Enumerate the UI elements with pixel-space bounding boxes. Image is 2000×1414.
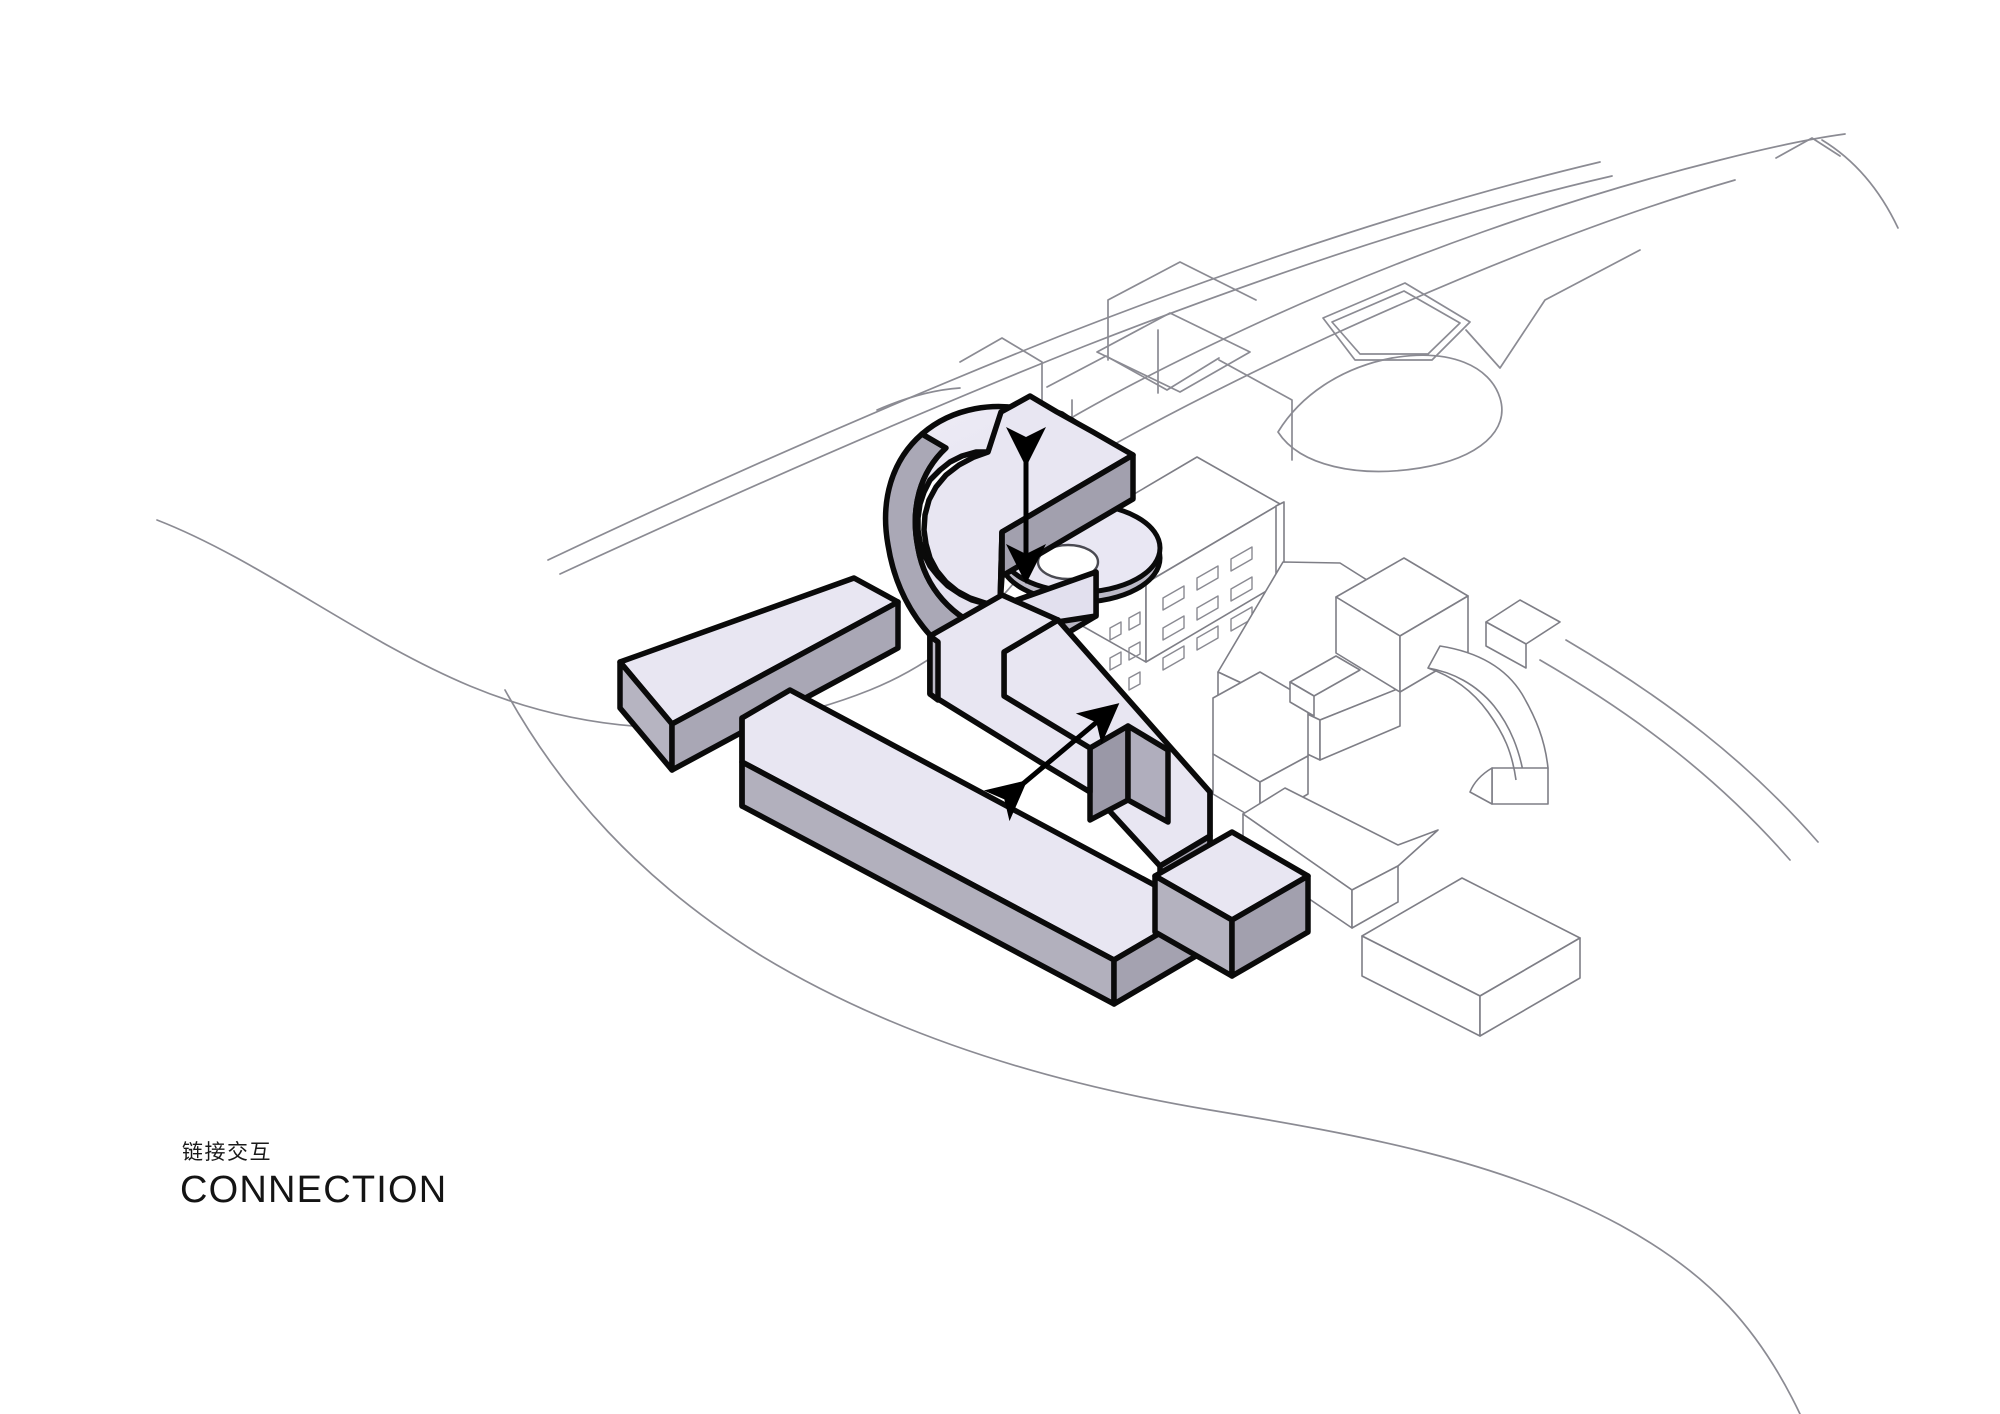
context-sliver-block — [1289, 655, 1361, 717]
site-edge-near-hook-2 — [876, 387, 961, 411]
context-curved-wall-face — [1491, 767, 1549, 805]
caption-block: 链接交互 CONNECTION — [180, 1140, 447, 1209]
context-courtyard-side — [1319, 687, 1401, 761]
context-curved-wall-top — [1427, 645, 1549, 783]
context-bar-north-side — [1351, 865, 1399, 929]
context-square-block — [1335, 557, 1469, 693]
parcel-box-left — [1096, 312, 1251, 393]
context-curved-wall — [1427, 645, 1549, 805]
road-island-ne-inner — [1331, 290, 1461, 355]
south-long-bar-building — [739, 687, 1199, 1007]
corner-box-side — [1229, 873, 1311, 979]
context-sliver-front — [1289, 681, 1315, 717]
small-corner-box — [1152, 829, 1311, 979]
west-slab-building — [617, 575, 901, 773]
west-slab-side — [669, 599, 901, 773]
context-curved-wall-left — [1469, 767, 1493, 805]
road-corridor-south-edge — [1054, 179, 1736, 479]
plot-line-c — [1107, 261, 1257, 361]
boundary-far-right — [1821, 139, 1899, 229]
context-ne-front — [1485, 621, 1527, 669]
context-small-block-ne — [1485, 599, 1561, 669]
caption-chinese: 链接交互 — [182, 1140, 272, 1164]
context-bar-south — [1361, 877, 1581, 1037]
context-bar-south-side — [1479, 937, 1581, 1037]
connection-arrows-group — [983, 427, 1120, 822]
road-island-ne — [1322, 282, 1471, 361]
parcel-ne-right — [1465, 249, 1641, 369]
diagonal-connection-arrow — [983, 703, 1120, 822]
context-curved-wall-inner — [1427, 667, 1517, 781]
road-upper-long-line — [547, 161, 1601, 561]
plot-line-e — [1218, 359, 1293, 461]
site-lines-group — [156, 133, 1899, 1414]
road-loop-mid — [1277, 354, 1503, 473]
plot-line-a — [1046, 355, 1220, 391]
boundary-far-right-2 — [1775, 137, 1841, 159]
context-apartment-windows — [1109, 546, 1253, 691]
road-upper-long-line-2 — [559, 175, 1613, 575]
link-bar-left-end — [927, 633, 941, 703]
site-contour-south — [504, 689, 1801, 1414]
east-wing-inner-face-b — [1125, 723, 1171, 825]
boundary-lower-right-2 — [1565, 639, 1819, 843]
caption-english: CONNECTION — [180, 1169, 448, 1212]
site-edge-near-hook — [959, 337, 1043, 403]
boundary-lower-right — [1539, 659, 1791, 861]
hook-upper-bar-end — [997, 529, 1005, 609]
road-corridor-north-edge — [1009, 133, 1846, 456]
